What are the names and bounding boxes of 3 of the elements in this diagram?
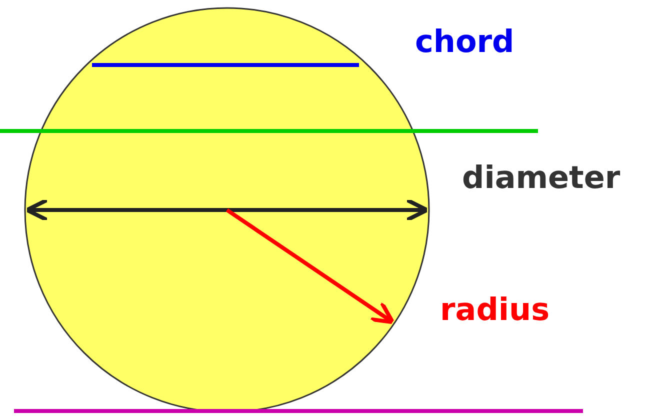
diameter-label: diameter [462, 160, 620, 196]
radius-label: radius [440, 292, 550, 328]
chord-label: chord [415, 24, 514, 60]
